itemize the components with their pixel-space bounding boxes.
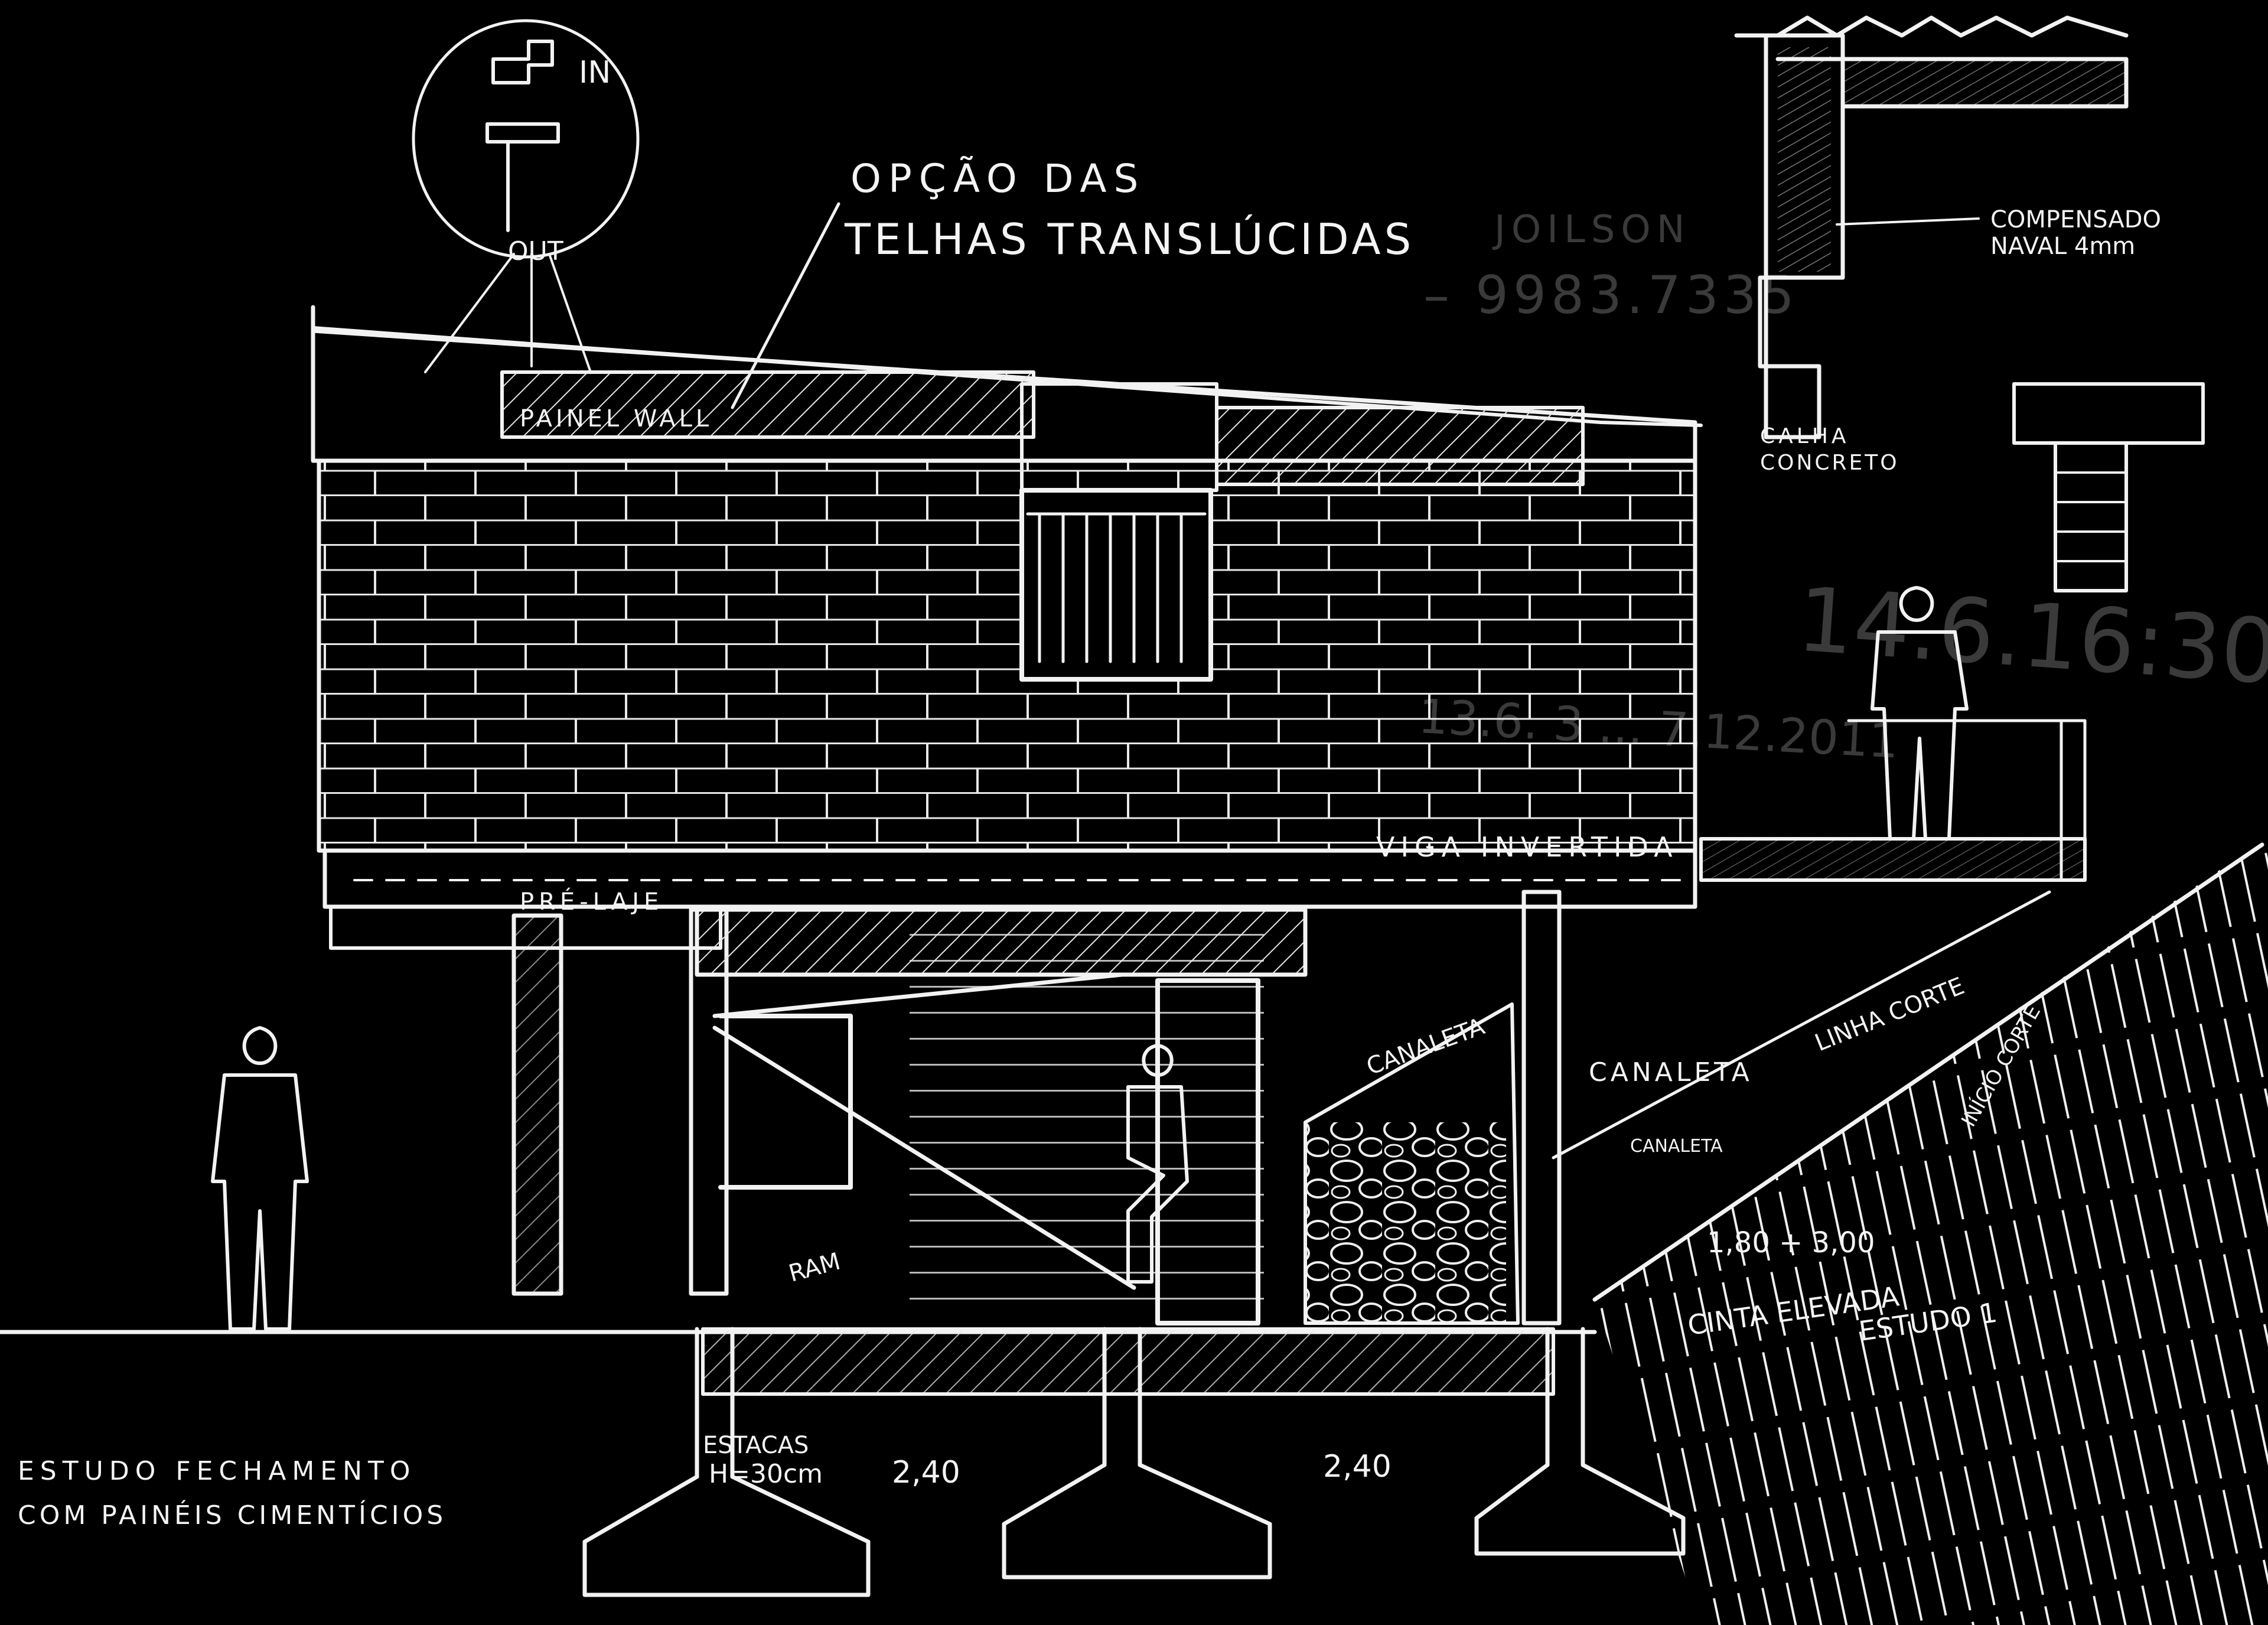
faint-phone: – 9983.7335 [1423, 265, 1799, 325]
person-left-icon [211, 1026, 309, 1331]
roof-option-note: OPÇÃO DAS TELHAS TRANSLÚCIDAS [731, 156, 1415, 409]
roof-option-line2: TELHAS TRANSLÚCIDAS [844, 214, 1415, 264]
faint-name: JOILSON [1492, 208, 1691, 252]
inset-in-label: IN [579, 55, 611, 90]
lower-floor: RAM [695, 907, 1520, 1326]
plywood-line1: COMPENSADO [1990, 206, 2161, 233]
gutter-label-3: CANALETA [1630, 1136, 1723, 1157]
upper-wall [317, 458, 1697, 853]
detail-callout-icon: IN OUT [412, 19, 640, 373]
plywood-line2: NAVAL 4mm [1990, 233, 2135, 260]
balcony [1699, 719, 2087, 882]
panel-wall-label: PAINEL WALL [520, 405, 712, 432]
study-note: ESTUDO FECHAMENTO COM PAINÉIS CIMENTÍCIO… [18, 1456, 447, 1530]
cut-line-label: LINHA CORTE [1811, 972, 1969, 1057]
hillside [1592, 842, 2268, 1625]
pile-depth-label: H=30cm [709, 1459, 823, 1489]
span-2-label: 2,40 [1323, 1449, 1392, 1484]
ramp-label: RAM [786, 1248, 843, 1287]
study-line1: ESTUDO FECHAMENTO [18, 1456, 416, 1486]
concrete-gutter-line1: CALHA [1760, 424, 1850, 448]
inverted-beam-label: VIGA INVERTIDA [1376, 831, 1679, 863]
concrete-gutter-line2: CONCRETO [1760, 451, 1899, 475]
study-line2: COM PAINÉIS CIMENTÍCIOS [18, 1499, 447, 1530]
columns [511, 890, 1562, 1326]
faint-date: 14.6.16:30 [1794, 568, 2268, 704]
gutter-label-1: CANALETA [1363, 1013, 1489, 1081]
inverted-beam: VIGA INVERTIDA PRÉ-LAJE [322, 831, 1697, 950]
span-1-label: 2,40 [892, 1455, 960, 1490]
level-diff-label: 1,80 + 3,00 [1707, 1226, 1875, 1259]
slab-label: PRÉ-LAJE [520, 887, 663, 916]
person-right-icon [1871, 586, 1969, 841]
gutter-label-2: CANALETA [1589, 1057, 1753, 1087]
ground-and-foundations [0, 1327, 1686, 1597]
eaves-detail: COMPENSADO NAVAL 4mm CALHA CONCRETO [1734, 15, 2205, 592]
roof-option-line1: OPÇÃO DAS [850, 156, 1145, 201]
piles-label: ESTACAS [703, 1432, 809, 1459]
inset-out-label: OUT [508, 236, 563, 266]
person-stairs-icon [1126, 1044, 1189, 1284]
